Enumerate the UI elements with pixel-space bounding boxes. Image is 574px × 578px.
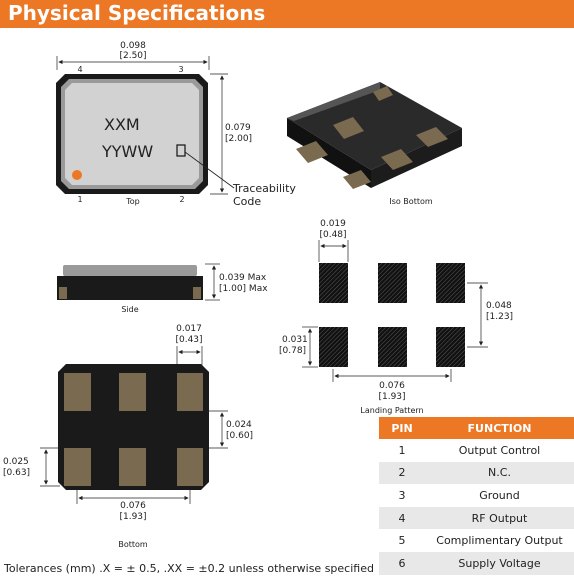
pin-function: Supply Voltage [425, 551, 574, 575]
iso-pad [373, 86, 393, 101]
bottom-pad [119, 448, 146, 486]
bottom-pad-width-in: 0.017 [176, 324, 202, 334]
traceability-box [176, 144, 186, 157]
land-pad [319, 327, 348, 367]
table-row: 1 Output Control [379, 439, 574, 462]
top-pin-3-label: 3 [178, 65, 183, 74]
top-view: 0.098 [2.50] 4 3 XXM YYWW Traceability C… [56, 41, 296, 208]
pin-number: 4 [379, 506, 425, 530]
bottom-pad [64, 373, 91, 411]
land-pad [378, 327, 407, 367]
table-row: 2 N.C. [379, 461, 574, 485]
iso-pad [296, 141, 328, 163]
pin-function: Ground [425, 484, 574, 507]
bottom-pad [64, 448, 91, 486]
bottom-pad [119, 373, 146, 411]
bottom-pad-height-in: 0.024 [226, 420, 252, 430]
traceability-label: Traceability [232, 182, 296, 195]
table-row: 4 RF Output [379, 506, 574, 530]
bottom-pad-width-mm: [0.43] [175, 335, 202, 345]
land-pitch-in: 0.048 [486, 301, 512, 311]
bottom-caption: Bottom [118, 540, 148, 549]
bottom-pad-pitch-mm: [0.63] [3, 468, 30, 478]
bottom-span-mm: [1.93] [119, 512, 146, 522]
top-lid [65, 83, 199, 185]
pin-number: 1 [379, 439, 425, 462]
side-caption: Side [121, 305, 138, 314]
land-pad-width-mm: [0.48] [319, 230, 346, 240]
land-span-in: 0.076 [379, 381, 405, 391]
land-pad [378, 263, 407, 303]
bottom-pad [177, 448, 203, 486]
table-row: 3 Ground [379, 484, 574, 507]
land-pad-height-mm: [0.78] [279, 346, 306, 356]
traceability-label-2: Code [233, 195, 261, 208]
pin-function: N.C. [425, 461, 574, 485]
pin-number: 3 [379, 484, 425, 507]
pin-col-header: PIN [379, 417, 425, 439]
pin-function: RF Output [425, 506, 574, 530]
top-pin-4-label: 4 [77, 65, 82, 74]
bottom-pad [177, 373, 203, 411]
land-pad [319, 263, 348, 303]
pin-function: Output Control [425, 439, 574, 462]
page-title: Physical Specifications [8, 1, 266, 25]
marking-line2: YYWW [101, 142, 153, 161]
pin-number: 5 [379, 529, 425, 552]
pin-number: 2 [379, 461, 425, 485]
top-height-in: 0.079 [225, 123, 251, 133]
land-pitch-mm: [1.23] [486, 312, 513, 322]
function-col-header: FUNCTION [425, 417, 574, 439]
iso-pad [333, 117, 364, 139]
land-pad-height-in: 0.031 [282, 335, 308, 345]
tolerances-note: Tolerances (mm) .X = ± 0.5, .XX = ±0.2 u… [4, 562, 374, 575]
top-width-in: 0.098 [120, 41, 146, 51]
iso-pad [381, 149, 413, 170]
traceability-leader [184, 151, 235, 189]
top-pin-2-label: 2 [179, 195, 184, 204]
land-span-mm: [1.93] [378, 392, 405, 402]
top-pin-1-label: 1 [77, 195, 82, 204]
top-width-mm: [2.50] [119, 51, 146, 61]
page-header: Physical Specifications [0, 0, 574, 28]
side-view: 0.039 Max [1.00] Max Side [57, 263, 268, 314]
bottom-pad-pitch-in: 0.025 [3, 457, 29, 467]
land-pad [436, 327, 465, 367]
land-pad [436, 263, 465, 303]
land-caption: Landing Pattern [360, 406, 423, 415]
iso-caption: Iso Bottom [389, 197, 433, 206]
table-row: 5 Complimentary Output [379, 529, 574, 552]
table-row: 6 Supply Voltage [379, 551, 574, 575]
pin-function: Complimentary Output [425, 529, 574, 552]
pin1-dot [72, 170, 82, 180]
side-height-mm: [1.00] Max [219, 284, 268, 294]
iso-pad [343, 170, 371, 189]
iso-pad [416, 127, 448, 147]
pin-number: 6 [379, 551, 425, 575]
top-height-mm: [2.00] [225, 134, 252, 144]
bottom-pad-height-mm: [0.60] [226, 431, 253, 441]
iso-bottom-view: Iso Bottom [287, 82, 462, 206]
bottom-package-body [58, 364, 209, 490]
bottom-span-in: 0.076 [120, 501, 146, 511]
pin-function-table: PIN FUNCTION 1 Output Control 2 N.C. 3 G… [379, 417, 574, 575]
bottom-view: 0.017 [0.43] 0.024 [0.60] 0.025 [0.63] 0… [3, 324, 253, 549]
marking-line1: XXM [104, 115, 140, 134]
land-pad-width-in: 0.019 [320, 219, 346, 229]
pin-table-header: PIN FUNCTION [379, 417, 574, 439]
top-caption: Top [125, 197, 140, 206]
landing-pattern: 0.019 [0.48] 0.048 [1.23] 0.031 [0.78] 0… [279, 219, 513, 415]
side-height-in: 0.039 Max [219, 273, 267, 283]
